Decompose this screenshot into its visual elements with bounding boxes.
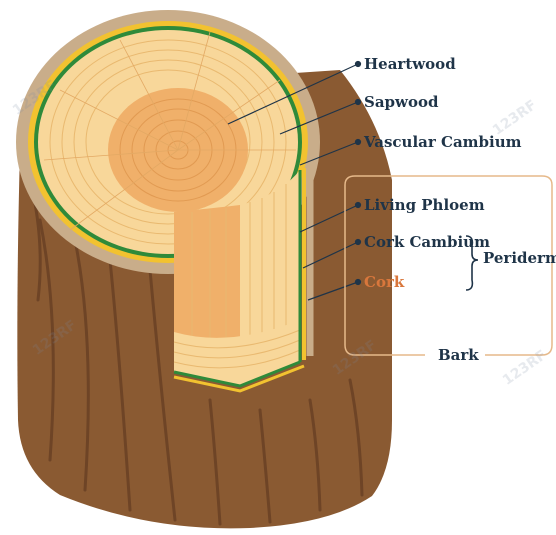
label-bark: Bark (432, 346, 485, 364)
label-sapwood: Sapwood (364, 93, 438, 111)
label-heartwood: Heartwood (364, 55, 456, 73)
label-vascular-cambium: Vascular Cambium (364, 133, 522, 151)
label-living-phloem: Living Phloem (364, 196, 485, 214)
label-periderm: Periderm (483, 249, 556, 267)
label-cork-cambium: Cork Cambium (364, 233, 490, 251)
label-cork: Cork (364, 273, 404, 291)
